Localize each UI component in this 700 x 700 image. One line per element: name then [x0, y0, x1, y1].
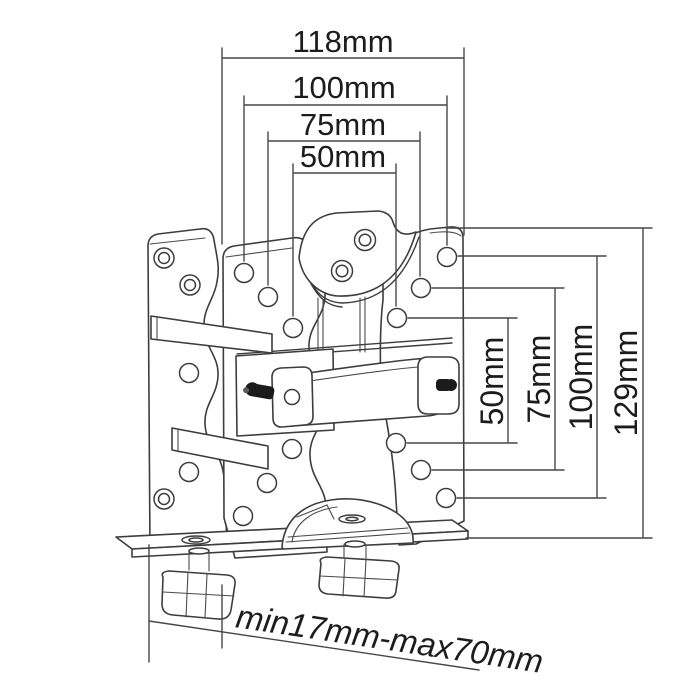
bracket-illustration	[115, 210, 469, 620]
dim-label-height-75mm: 75mm	[521, 335, 557, 424]
right-thumb-screw	[318, 540, 400, 599]
dim-label-height-50mm: 50mm	[474, 337, 510, 426]
dim-label-75mm: 75mm	[300, 107, 386, 142]
dim-top-118mm: 118mm	[221, 24, 465, 245]
dim-label-118mm: 118mm	[292, 24, 393, 59]
dim-top-75mm: 75mm	[267, 107, 421, 286]
base-dome	[281, 498, 414, 550]
dim-right-129mm: 129mm	[445, 227, 653, 539]
dim-right-100mm: 100mm	[456, 255, 607, 499]
saddle-plate	[298, 210, 420, 357]
dimension-annotations: 118mm 100mm 75mm 50mm 50mm 75mm 100mm	[148, 24, 653, 680]
dim-label-100mm: 100mm	[292, 70, 395, 105]
clamp-side-tabs	[150, 315, 273, 470]
dim-label-clamp-range: min17mm-max70mm	[234, 597, 546, 679]
dim-top-50mm: 50mm	[292, 139, 397, 317]
clamp-bolt	[243, 382, 275, 400]
dim-label-height-129mm: 129mm	[608, 330, 644, 437]
dim-right-75mm: 75mm	[431, 287, 565, 471]
pc-clamp-assembly	[235, 348, 460, 437]
left-vesa-plate	[147, 227, 228, 553]
dim-top-100mm: 100mm	[243, 70, 448, 262]
left-thumb-screw	[161, 547, 236, 620]
dim-label-50mm: 50mm	[300, 139, 386, 174]
dim-right-50mm: 50mm	[406, 317, 518, 444]
clamp-base	[115, 498, 469, 558]
dim-label-height-100mm: 100mm	[563, 324, 599, 431]
